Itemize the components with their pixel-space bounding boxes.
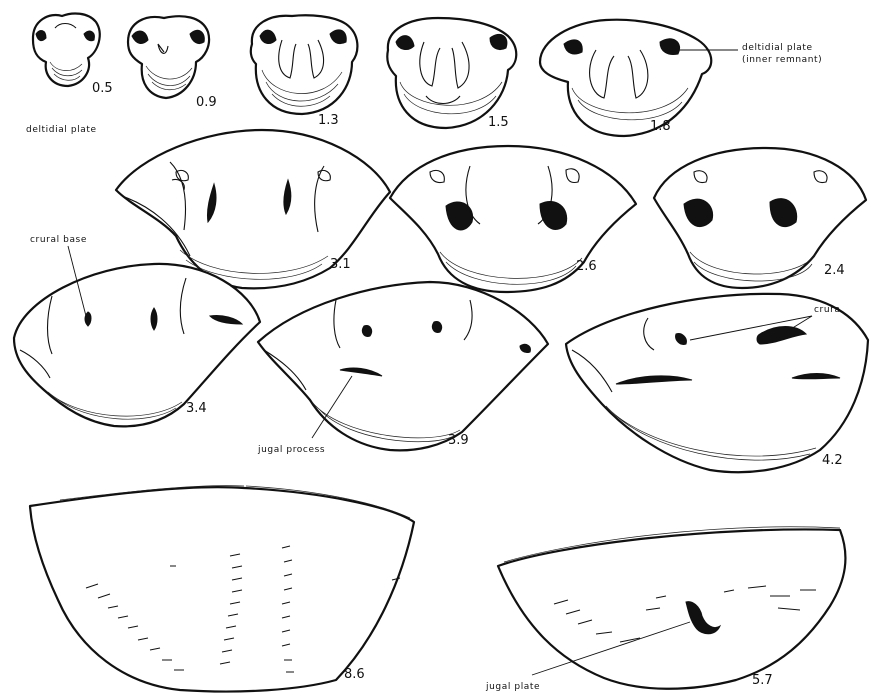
section-0-5 (33, 14, 100, 86)
section-label-3-1: 3.1 (330, 257, 351, 272)
label-deltidial-inner-line1: deltidial plate (742, 43, 813, 53)
section-1-3 (251, 15, 358, 114)
label-deltidial-inner-line2: (inner remnant) (742, 55, 822, 65)
section-label-2-4: 2.4 (824, 263, 845, 278)
section-label-3-9: 3.9 (448, 433, 469, 448)
section-label-3-4: 3.4 (186, 401, 207, 416)
section-label-8-6: 8.6 (344, 667, 365, 682)
section-label-4-2: 4.2 (822, 453, 843, 468)
label-jugal-plate: jugal plate (485, 682, 540, 692)
section-label-1-8: 1.8 (650, 119, 671, 134)
section-1-5 (387, 18, 516, 128)
label-crural-base: crural base (30, 235, 87, 245)
section-3-9 (258, 282, 548, 450)
section-label-0-5: 0.5 (92, 81, 113, 96)
section-label-2-6: 2.6 (576, 259, 597, 274)
section-label-5-7: 5.7 (752, 673, 773, 688)
section-label-1-5: 1.5 (488, 115, 509, 130)
label-deltidial-plate: deltidial plate (26, 125, 97, 135)
section-label-0-9: 0.9 (196, 95, 217, 110)
section-3-4 (14, 264, 260, 426)
section-4-2 (566, 294, 868, 472)
section-label-1-3: 1.3 (318, 113, 339, 128)
section-0-9 (128, 16, 209, 98)
label-crura: crura (814, 305, 841, 315)
section-8-6 (30, 486, 414, 692)
label-jugal-process: jugal process (257, 445, 325, 455)
section-2-6 (390, 146, 636, 292)
section-5-7 (498, 527, 845, 689)
section-1-8 (540, 20, 711, 136)
